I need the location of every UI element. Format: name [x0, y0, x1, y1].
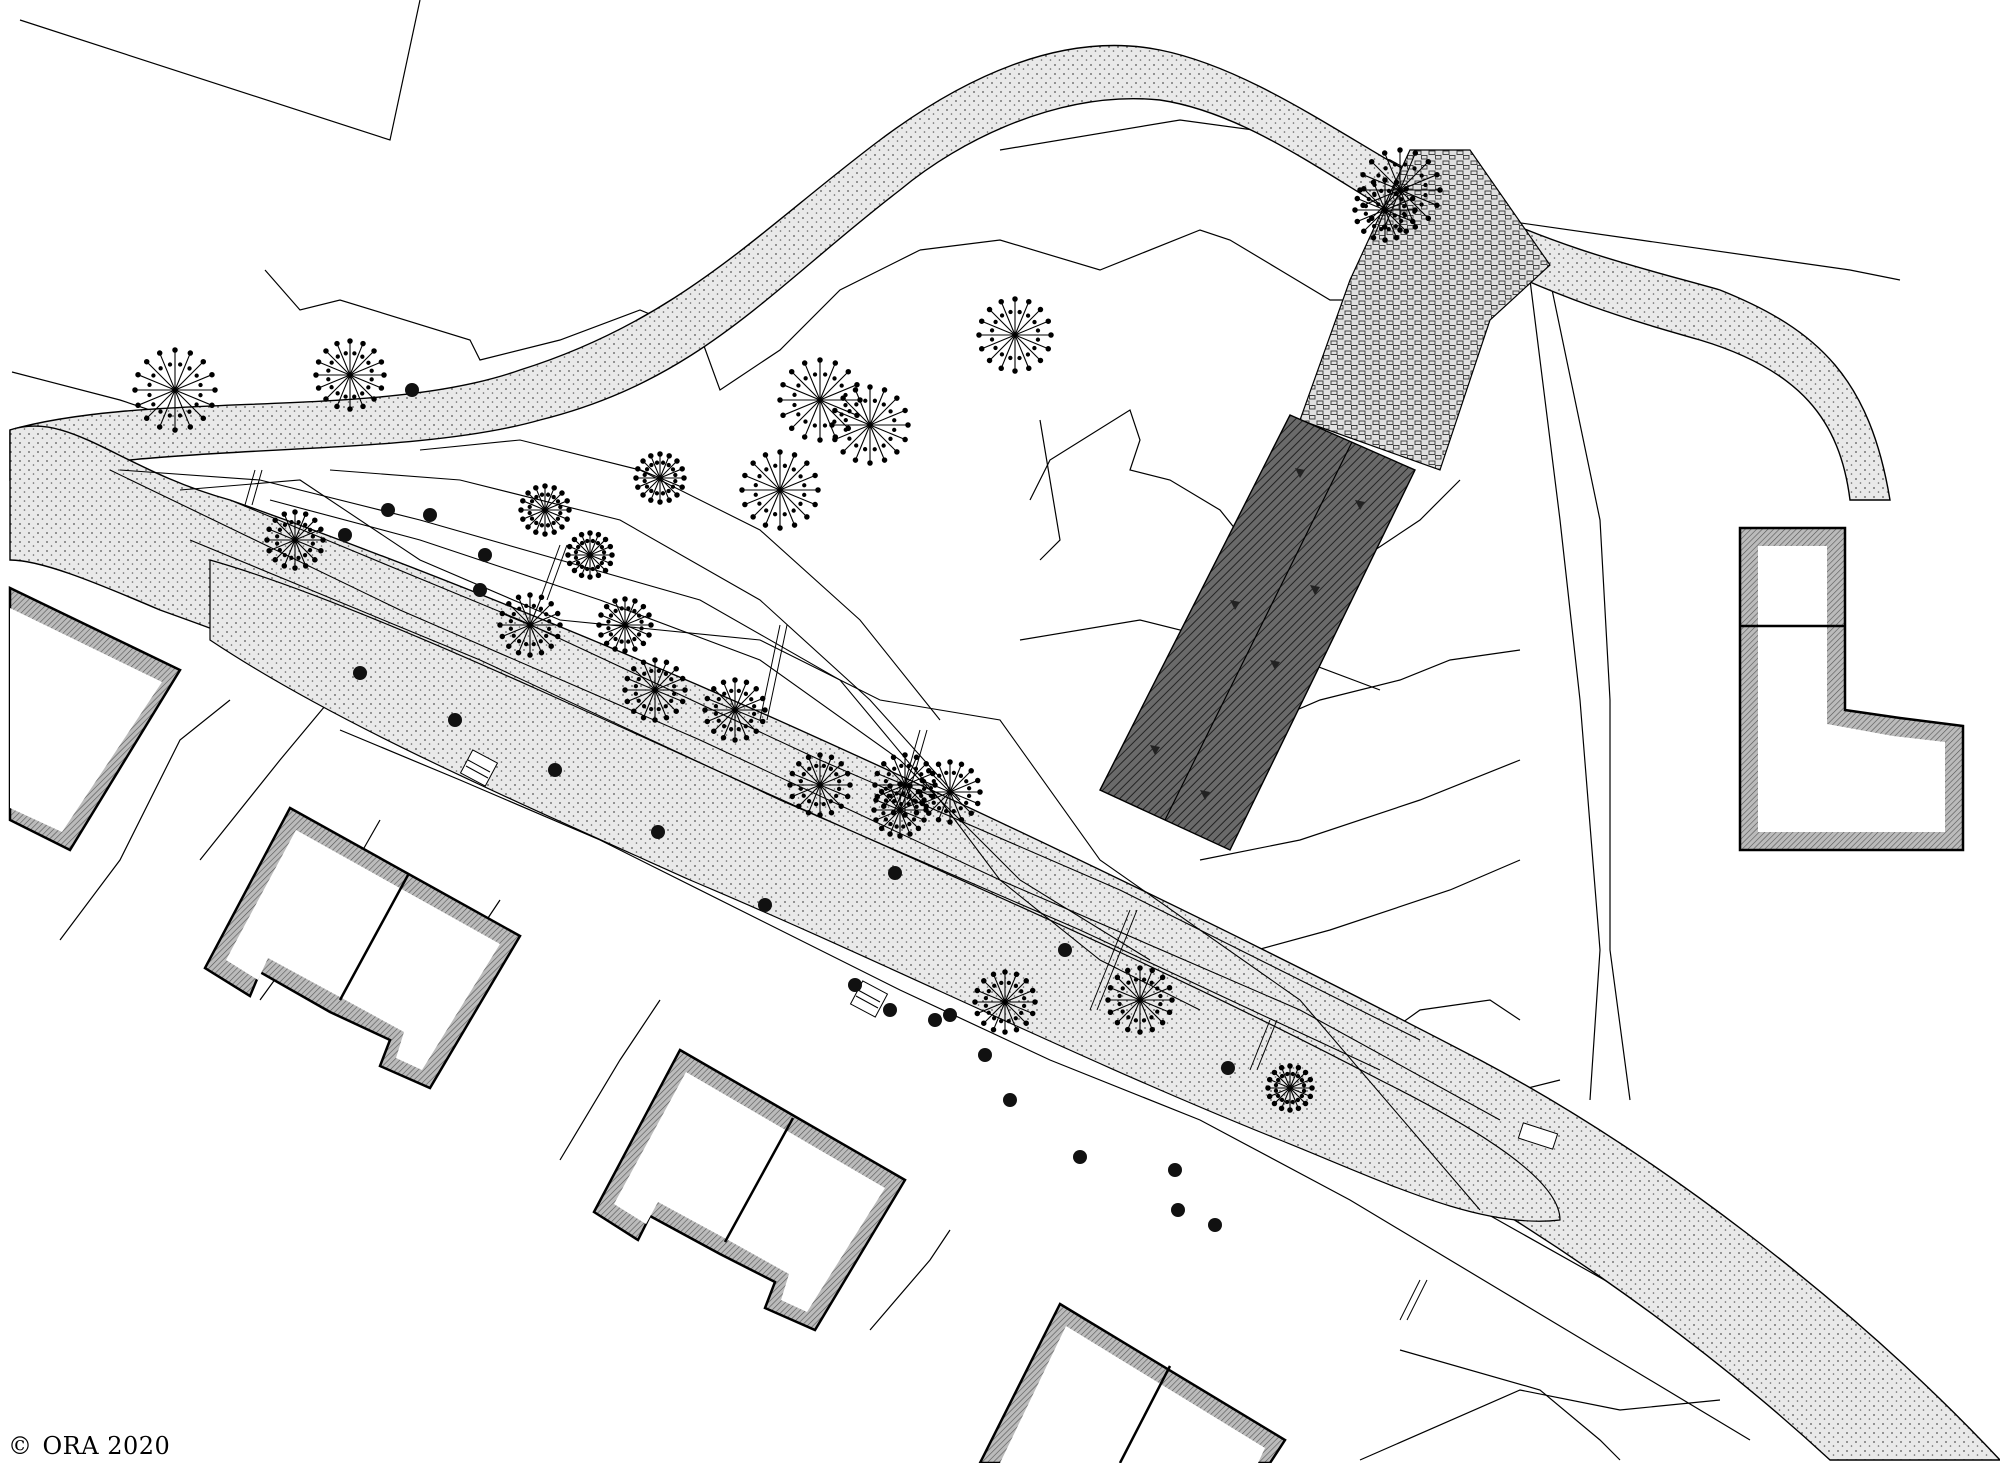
tree-icon — [702, 677, 768, 743]
shrub-icon — [1058, 943, 1072, 957]
shrub-icon — [848, 978, 862, 992]
shrub-icon — [943, 1008, 957, 1022]
tree-icon — [787, 752, 853, 818]
shrub-icon — [758, 898, 772, 912]
tree-icon — [518, 483, 572, 537]
tree-icon — [777, 357, 863, 443]
house-1 — [8, 586, 182, 852]
tree-icon — [313, 338, 387, 412]
shrub-icon — [888, 866, 902, 880]
copyright-text: ORA 2020 — [42, 1432, 171, 1460]
tree-icon — [264, 509, 326, 571]
tree-group — [132, 147, 1443, 1113]
building-l-shape — [1738, 526, 1965, 852]
tree-icon — [633, 451, 687, 505]
tree-icon — [1105, 965, 1175, 1035]
shrub-icon — [1221, 1061, 1235, 1075]
shrub-icon — [353, 666, 367, 680]
paved-plaza — [1299, 149, 1551, 471]
shrub-icon — [928, 1013, 942, 1027]
house-4 — [978, 1302, 1287, 1463]
shrub-icon — [978, 1048, 992, 1062]
tree-icon — [132, 347, 218, 433]
shrub-icon — [1171, 1203, 1185, 1217]
tree-icon — [976, 296, 1054, 374]
shrub-icon — [423, 508, 437, 522]
shrub-icon — [1208, 1218, 1222, 1232]
tree-icon — [497, 592, 563, 658]
tree-icon — [829, 384, 911, 466]
shrub-icon — [1003, 1093, 1017, 1107]
pavilion-roof — [1099, 414, 1416, 851]
tree-icon — [871, 781, 929, 839]
shrub-icon — [448, 713, 462, 727]
shrub-icon — [1168, 1163, 1182, 1177]
copyright-symbol: © — [8, 1432, 33, 1460]
tree-icon — [565, 530, 615, 580]
shrub-icon — [1073, 1150, 1087, 1164]
shrub-icon — [473, 583, 487, 597]
tree-icon — [917, 759, 983, 825]
tree-icon — [972, 969, 1038, 1035]
house-row — [8, 586, 1287, 1463]
shrub-icon — [651, 825, 665, 839]
shrub-icon — [338, 528, 352, 542]
shrub-icon — [381, 503, 395, 517]
main-path — [9, 44, 1891, 501]
shrub-icon — [883, 1003, 897, 1017]
tree-icon — [739, 449, 821, 531]
tree-icon — [622, 657, 688, 723]
shrub-icon — [478, 548, 492, 562]
tree-icon — [1265, 1063, 1315, 1113]
tree-icon — [1352, 177, 1418, 243]
house-2 — [203, 806, 522, 1090]
shrub-group — [338, 383, 1235, 1232]
copyright-notice: © ORA 2020 — [8, 1432, 170, 1460]
park-contours — [119, 439, 1201, 1011]
shrub-icon — [405, 383, 419, 397]
house-3 — [592, 1048, 907, 1332]
shrub-icon — [548, 763, 562, 777]
tree-icon — [596, 596, 654, 654]
